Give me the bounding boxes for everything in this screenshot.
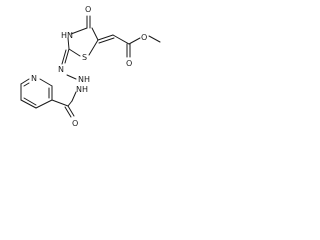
atom-o-ester-carbonyl: O	[126, 59, 132, 68]
atom-s-ring: S	[82, 53, 87, 62]
bond-py-4	[20, 78, 30, 85]
hydrazone-chain	[61, 48, 77, 107]
thiazolidinone-ring	[67, 15, 99, 57]
bond-amide-co-a	[67, 105, 75, 117]
structure-canvas: O HN S N N H N H O O N O	[0, 0, 168, 131]
atom-n-hydrazide-2: N	[76, 85, 82, 94]
bond-py-inner-2	[23, 82, 30, 87]
bond-c2-n-a	[64, 48, 70, 64]
bond-py-5	[39, 78, 53, 87]
bond-nh-nh	[71, 91, 77, 102]
bond-c4-n3	[70, 27, 88, 35]
bond-c5-ch-b	[98, 37, 115, 44]
atom-h-hydrazide-2: H	[82, 85, 88, 94]
bond-ch-c	[112, 34, 130, 45]
bond-c-oether	[128, 37, 141, 45]
amide-group	[51, 99, 75, 118]
bond-c2-n3	[67, 37, 70, 50]
bond-py-1	[35, 99, 53, 109]
bond-amide-co-b	[64, 106, 72, 118]
atom-n-hydrazide-1: N	[78, 75, 84, 84]
ylidene-acetate	[97, 34, 161, 58]
molecule-diagram: O HN S N N H N H O O N O	[20, 5, 161, 128]
atom-o-ester-ether: O	[141, 33, 147, 42]
bond-nh-co	[67, 100, 73, 107]
pyridine-ring	[20, 78, 53, 109]
bond-c5-s	[88, 39, 99, 56]
bond-c4-c5	[91, 27, 99, 41]
bond-c2-n-b	[61, 49, 67, 65]
bond-s-c2	[68, 48, 81, 57]
bond-n-nh	[66, 74, 77, 80]
atom-o-amide: O	[72, 119, 78, 128]
bond-oether-me	[148, 35, 161, 43]
atom-h-hydrazide-1: H	[84, 75, 90, 84]
atom-nh-ring: HN	[61, 31, 73, 40]
bond-co-pyridine	[51, 99, 69, 107]
atom-n-pyridine: N	[31, 74, 37, 83]
bond-c5-ch-a	[97, 34, 114, 41]
bond-py-2	[20, 99, 37, 109]
bond-py-inner-1	[23, 97, 37, 106]
atom-o-ring-carbonyl: O	[85, 5, 91, 14]
atom-n-imine: N	[58, 65, 64, 74]
